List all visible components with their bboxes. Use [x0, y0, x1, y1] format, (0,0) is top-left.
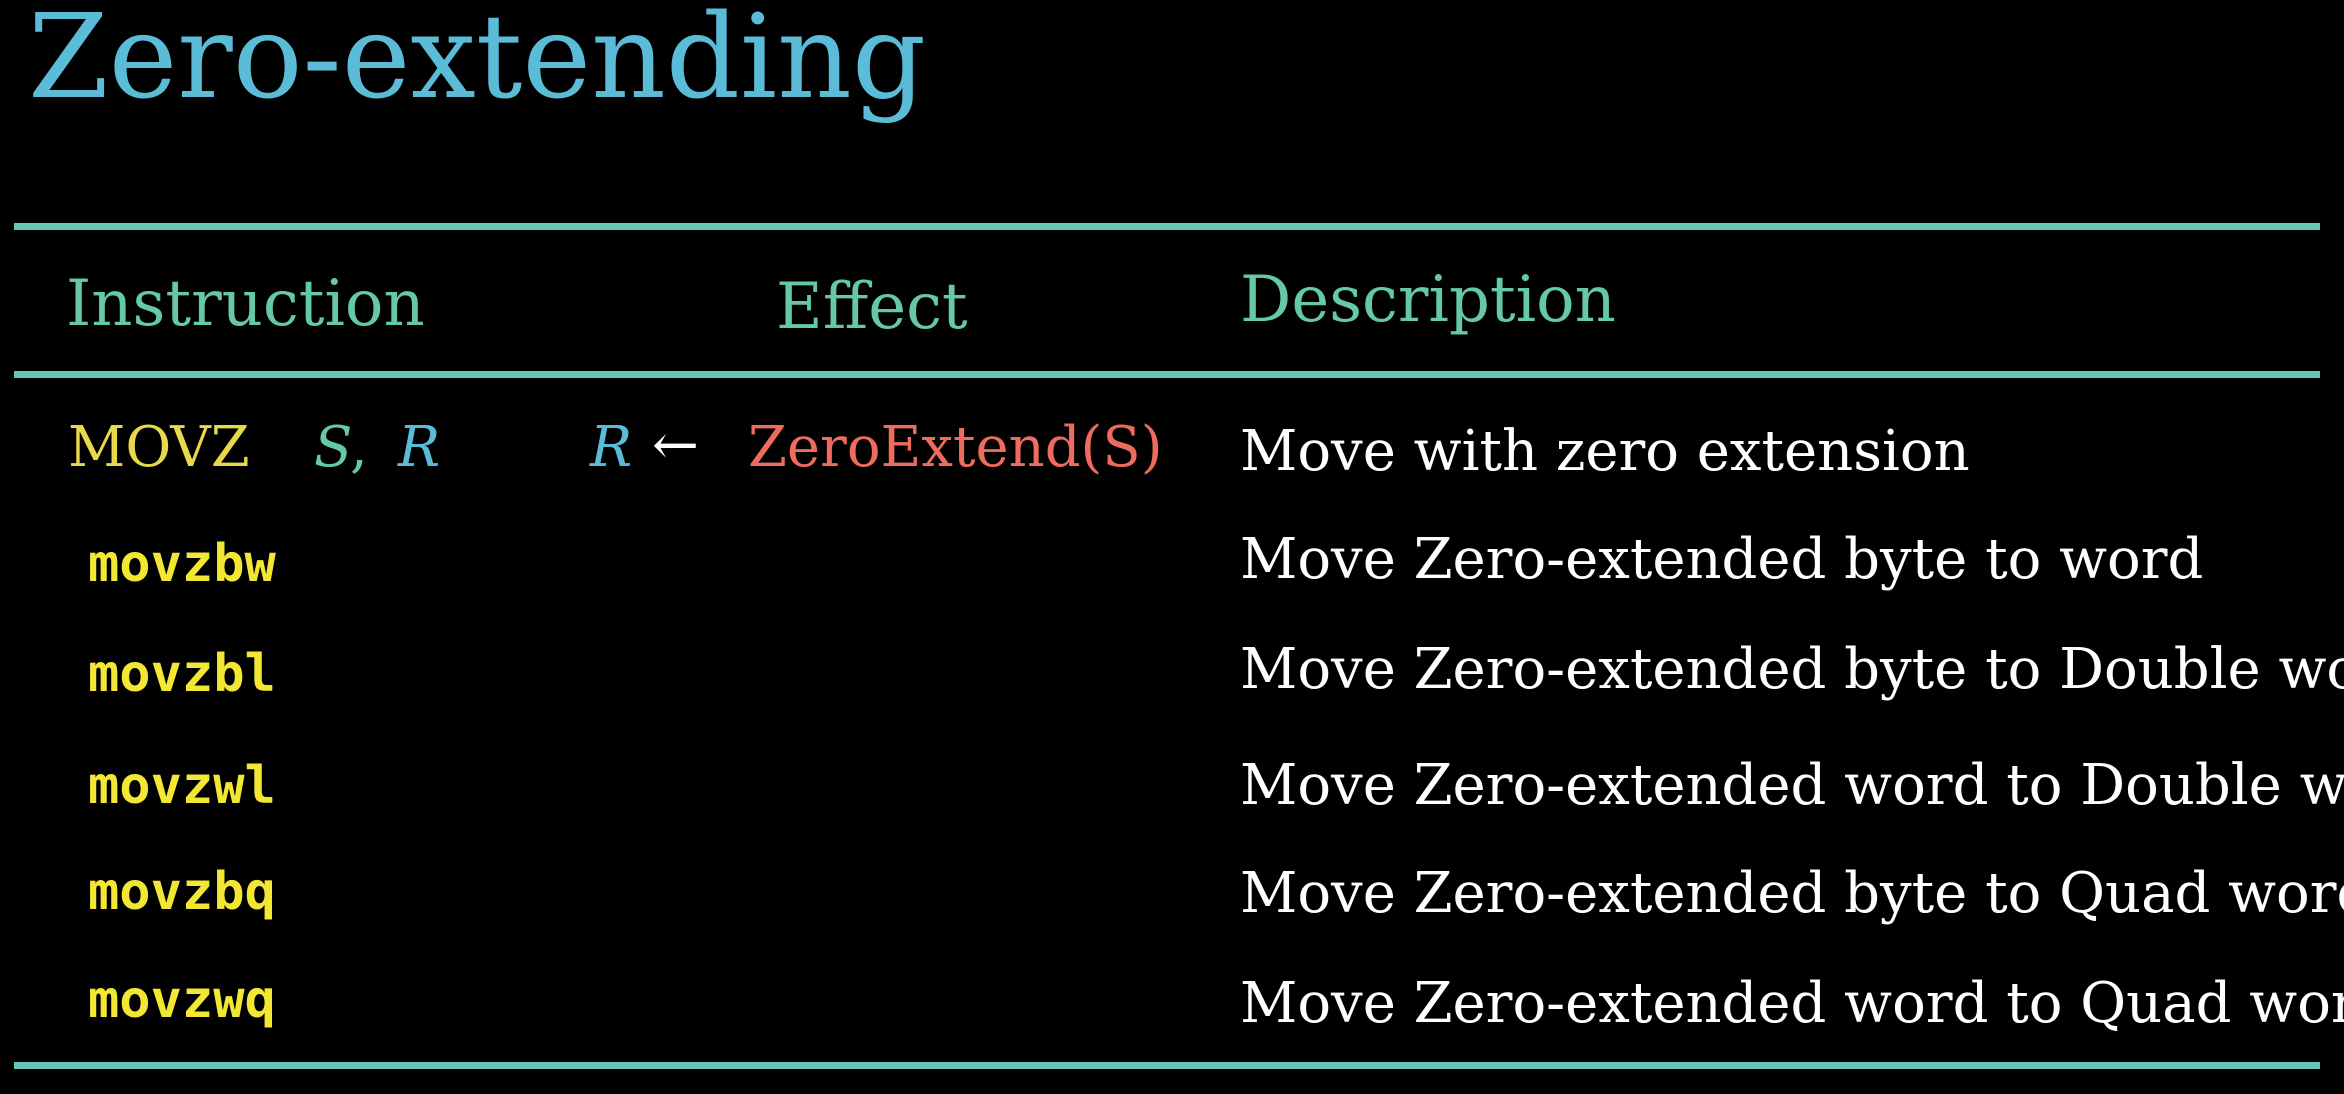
instruction-mnemonic: movzbq — [88, 862, 276, 922]
instruction-mnemonic: movzbl — [88, 644, 276, 704]
instruction-mnemonic: movzwq — [88, 970, 276, 1030]
table-header-rule — [14, 371, 2320, 378]
effect-expression: ZeroExtend(S) — [748, 415, 1163, 480]
generic-mnemonic: MOVZ — [68, 415, 250, 480]
header-effect: Effect — [776, 270, 968, 344]
generic-description: Move with zero extension — [1240, 419, 1970, 484]
operand-separator: , — [350, 415, 368, 480]
instruction-description: Move Zero-extended byte to Quad word — [1240, 861, 2344, 926]
instruction-description: Move Zero-extended word to Quad word — [1240, 971, 2344, 1036]
instruction-description: Move Zero-extended byte to Double word — [1240, 637, 2344, 702]
header-description: Description — [1240, 263, 1616, 337]
operand-destination: R — [398, 415, 441, 480]
effect-destination: R — [590, 415, 633, 480]
instruction-description: Move Zero-extended word to Double word — [1240, 753, 2344, 818]
table-bottom-rule — [14, 1062, 2320, 1069]
table-top-rule — [14, 223, 2320, 230]
instruction-description: Move Zero-extended byte to word — [1240, 527, 2204, 592]
instruction-mnemonic: movzwl — [88, 756, 276, 816]
left-arrow-icon: ← — [652, 413, 699, 478]
instruction-mnemonic: movzbw — [88, 534, 276, 594]
header-instruction: Instruction — [66, 267, 425, 341]
operand-source: S — [314, 415, 353, 480]
slide-title: Zero-extending — [28, 0, 927, 125]
